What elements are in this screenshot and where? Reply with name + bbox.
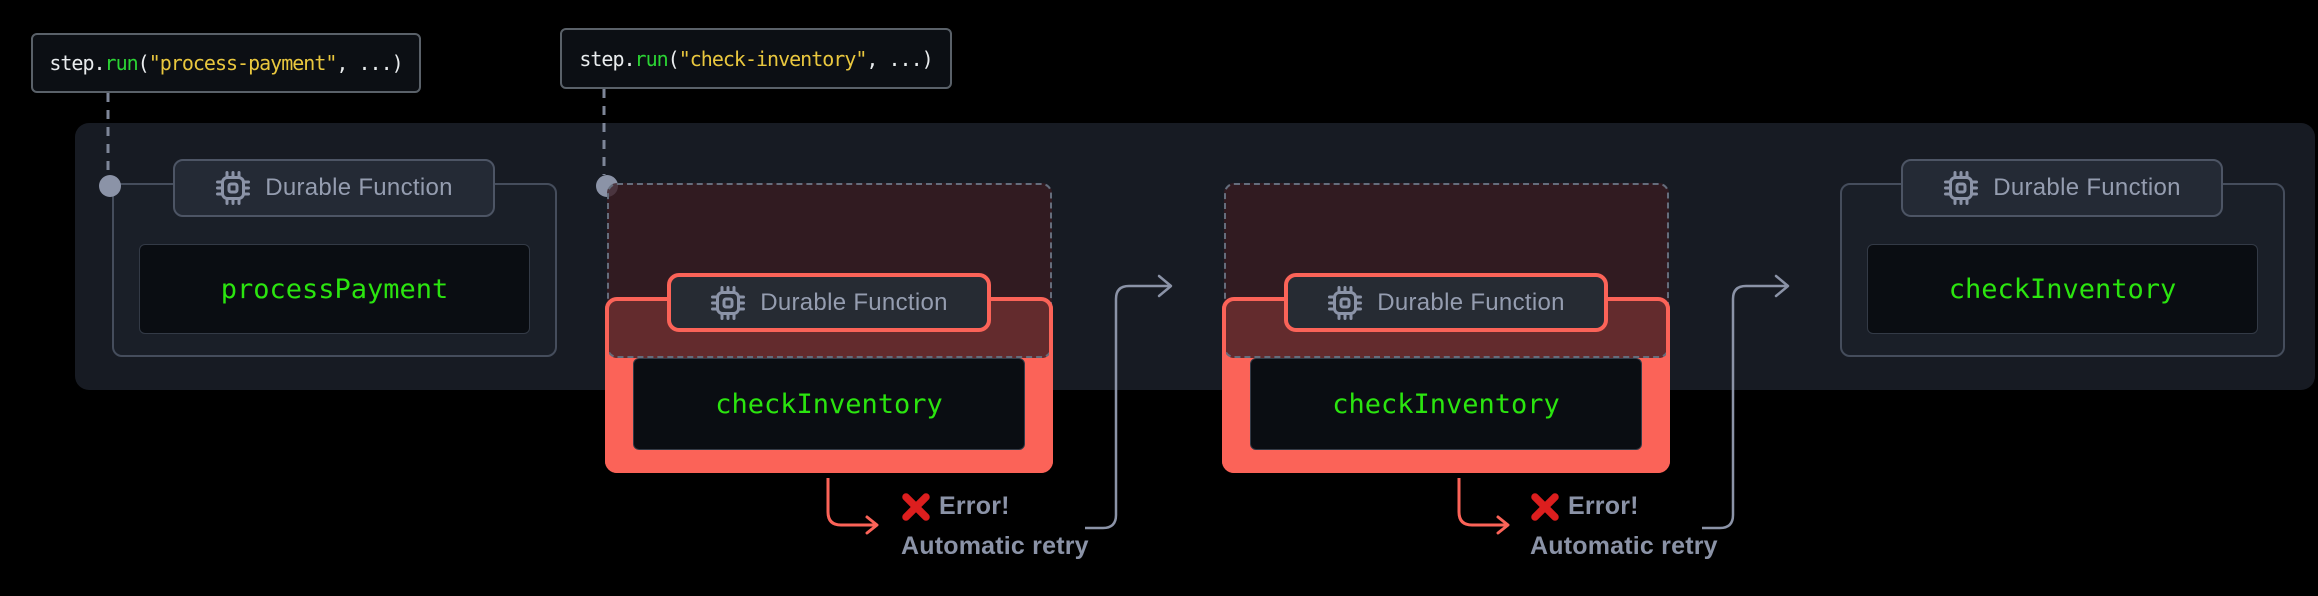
code-token-fn: run <box>634 46 669 71</box>
code-token-string: "process-payment" <box>148 51 338 75</box>
durable-function-group-3-error: Durable Function checkInventory <box>1222 183 1682 473</box>
code-token: , ...) <box>336 51 403 75</box>
tab-label: Durable Function <box>760 288 948 316</box>
automatic-retry-label: Automatic retry <box>1530 531 1718 560</box>
code-token: step. <box>49 51 105 75</box>
cross-mark-icon <box>1531 493 1559 521</box>
function-name-box: checkInventory <box>633 358 1025 450</box>
durable-function-tab-error: Durable Function <box>1284 273 1608 332</box>
error-arrow <box>826 478 879 535</box>
chip-icon <box>711 285 746 320</box>
durable-function-tab-error: Durable Function <box>667 273 991 332</box>
tab-label: Durable Function <box>1993 174 2181 201</box>
function-name: checkInventory <box>1332 388 1560 420</box>
function-name: checkInventory <box>715 388 943 420</box>
error-label: Error! <box>1568 491 1639 520</box>
function-name-box: checkInventory <box>1250 358 1642 450</box>
tooltip-connector-line <box>602 89 606 175</box>
function-name-box: processPayment <box>139 244 530 334</box>
error-arrow <box>1457 478 1510 535</box>
durable-function-group-4: Durable Function checkInventory <box>1840 159 2285 357</box>
function-name: processPayment <box>220 273 449 305</box>
retry-arrow <box>1702 274 1790 530</box>
code-token: ( <box>667 46 680 71</box>
function-name: checkInventory <box>1948 273 2177 305</box>
tab-label: Durable Function <box>265 174 453 201</box>
chip-icon <box>216 171 251 205</box>
code-tooltip-process-payment: step.run("process-payment", ...) <box>31 33 421 93</box>
durable-function-tab: Durable Function <box>173 159 495 217</box>
durable-function-group-1: Durable Function processPayment <box>112 159 557 357</box>
retry-arrow <box>1085 274 1173 530</box>
cross-mark-icon <box>902 493 930 521</box>
tooltip-connector-line <box>106 93 110 177</box>
code-tooltip-check-inventory: step.run("check-inventory", ...) <box>560 28 952 89</box>
chip-icon <box>1944 171 1979 205</box>
durable-function-tab: Durable Function <box>1901 159 2223 217</box>
automatic-retry-label: Automatic retry <box>901 531 1089 560</box>
step-anchor-dot <box>99 175 121 197</box>
code-token: , ...) <box>866 46 933 71</box>
chip-icon <box>1328 285 1363 320</box>
code-token: step. <box>579 46 635 71</box>
code-token-string: "check-inventory" <box>678 46 868 71</box>
code-token-fn: run <box>104 51 139 75</box>
error-label: Error! <box>939 491 1010 520</box>
durable-function-group-2-error: Durable Function checkInventory <box>605 183 1065 473</box>
code-token: ( <box>137 51 150 75</box>
function-name-box: checkInventory <box>1867 244 2258 334</box>
tab-label: Durable Function <box>1377 288 1565 316</box>
